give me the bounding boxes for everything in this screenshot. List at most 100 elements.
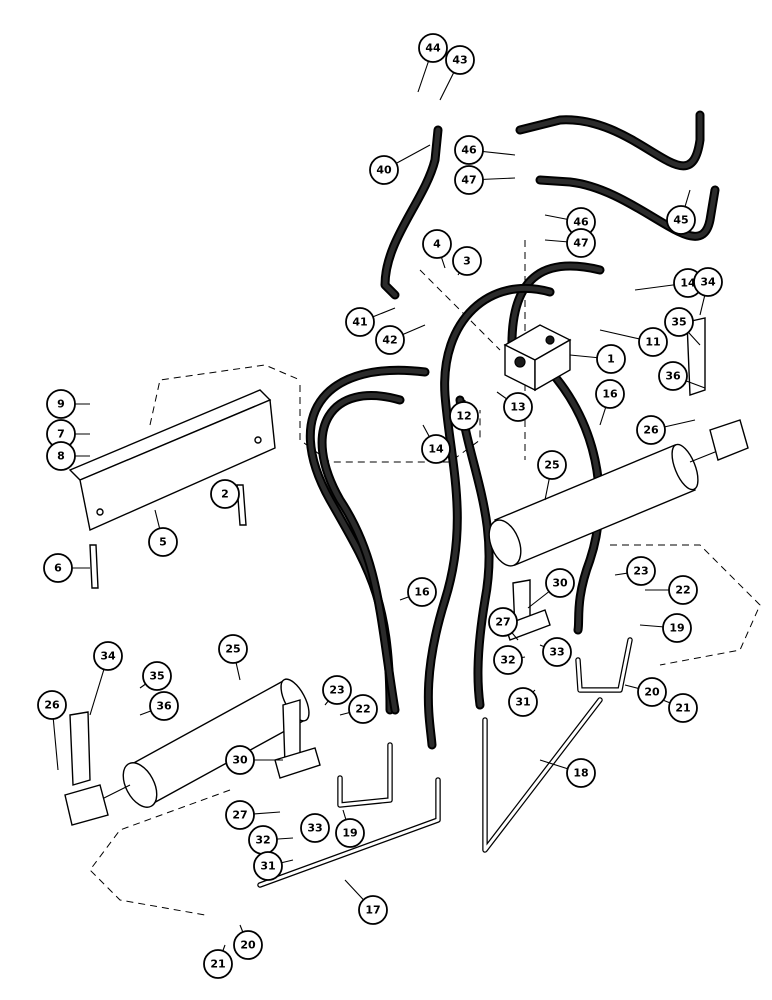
- callout-label: 45: [673, 214, 688, 227]
- callout-4: 4: [422, 229, 452, 269]
- callout-33: 33: [539, 637, 572, 667]
- callout-circle: [693, 267, 723, 297]
- callout-36: 36: [139, 691, 179, 721]
- callout-circle: [449, 401, 479, 431]
- callout-circle: [545, 568, 575, 598]
- callout-label: 33: [549, 646, 564, 659]
- callout-30: 30: [527, 568, 575, 609]
- callout-circle: [454, 165, 484, 195]
- callout-circle: [503, 392, 533, 422]
- callout-label: 19: [669, 622, 684, 635]
- callout-circle: [253, 851, 283, 881]
- callout-16: 16: [595, 379, 625, 426]
- callout-label: 21: [210, 958, 225, 971]
- callout-circle: [218, 634, 248, 664]
- callout-circle: [636, 415, 666, 445]
- callout-22: 22: [645, 575, 698, 605]
- callout-circle: [542, 637, 572, 667]
- callout-label: 18: [573, 767, 588, 780]
- angle-bracket: [68, 389, 276, 531]
- callout-circle: [454, 135, 484, 165]
- callout-21: 21: [203, 944, 233, 979]
- callout-label: 32: [500, 654, 515, 667]
- callout-label: 41: [352, 316, 367, 329]
- callout-45: 45: [666, 189, 696, 235]
- callout-circle: [662, 613, 692, 643]
- callout-circle: [369, 155, 399, 185]
- callout-label: 26: [643, 424, 659, 437]
- callout-label: 31: [260, 860, 275, 873]
- callout-label: 47: [461, 174, 476, 187]
- callout-35: 35: [139, 661, 172, 691]
- callout-16: 16: [399, 577, 437, 607]
- callout-label: 7: [57, 428, 65, 441]
- callout-21: 21: [649, 693, 698, 723]
- callout-label: 35: [671, 316, 686, 329]
- callout-label: 26: [44, 699, 60, 712]
- callout-label: 31: [515, 696, 530, 709]
- callout-circle: [348, 694, 378, 724]
- callout-circle: [358, 895, 388, 925]
- callout-42: 42: [375, 324, 426, 355]
- callout-25: 25: [537, 450, 567, 501]
- callout-41: 41: [345, 307, 396, 337]
- callout-label: 43: [452, 54, 467, 67]
- callout-circle: [345, 307, 375, 337]
- callout-circle: [335, 818, 365, 848]
- callout-circle: [418, 33, 448, 63]
- callout-label: 33: [307, 822, 322, 835]
- callout-33: 33: [300, 813, 330, 843]
- rigid-tubes: [257, 637, 633, 888]
- callout-6: 6: [43, 553, 90, 583]
- callout-13: 13: [496, 391, 533, 422]
- callout-label: 8: [57, 450, 65, 463]
- callout-circle: [537, 450, 567, 480]
- callout-3: 3: [452, 246, 482, 276]
- callout-label: 36: [156, 700, 172, 713]
- callout-circle: [595, 379, 625, 409]
- phantom-lines: [89, 240, 761, 916]
- callout-circle: [666, 205, 696, 235]
- callout-label: 30: [232, 754, 248, 767]
- callout-circle: [664, 307, 694, 337]
- callout-circle: [203, 949, 233, 979]
- callout-label: 46: [461, 144, 477, 157]
- callout-label: 2: [221, 488, 229, 501]
- hoses: [305, 110, 720, 750]
- callout-circle: [233, 930, 263, 960]
- callout-label: 19: [342, 827, 357, 840]
- callout-label: 1: [607, 353, 615, 366]
- callout-circle: [142, 661, 172, 691]
- callout-label: 21: [675, 702, 690, 715]
- callout-label: 44: [425, 42, 441, 55]
- callout-label: 34: [100, 650, 116, 663]
- callout-circle: [493, 645, 523, 675]
- callout-circle: [149, 691, 179, 721]
- cylinder-right: [488, 419, 749, 567]
- callout-circle: [43, 553, 73, 583]
- callout-18: 18: [539, 758, 596, 788]
- callout-label: 46: [573, 216, 589, 229]
- callout-label: 17: [365, 904, 380, 917]
- callout-circle: [566, 228, 596, 258]
- callout-label: 6: [54, 562, 62, 575]
- callout-32: 32: [493, 645, 526, 675]
- callout-circle: [421, 434, 451, 464]
- callout-32: 32: [248, 825, 294, 855]
- callout-label: 36: [665, 370, 681, 383]
- callout-14: 14: [421, 424, 451, 464]
- callout-label: 14: [428, 443, 444, 456]
- callout-8: 8: [46, 441, 90, 471]
- callout-circle: [422, 229, 452, 259]
- callout-26: 26: [37, 690, 67, 771]
- callout-circle: [148, 527, 178, 557]
- callout-label: 32: [255, 834, 270, 847]
- callout-circle: [375, 325, 405, 355]
- callout-31: 31: [508, 687, 538, 717]
- callout-label: 12: [456, 410, 471, 423]
- callout-circle: [445, 45, 475, 75]
- callout-circle: [37, 690, 67, 720]
- callout-circle: [658, 361, 688, 391]
- callout-circle: [668, 575, 698, 605]
- callout-circle: [46, 441, 76, 471]
